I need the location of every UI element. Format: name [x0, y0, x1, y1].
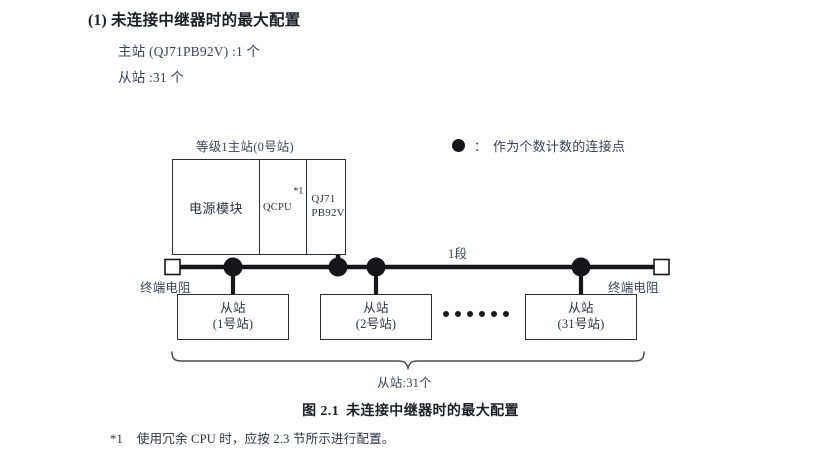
filled-circle-icon	[452, 139, 465, 152]
section-line-master: 主站 (QJ71PB92V) :1 个	[118, 44, 261, 59]
module-qcpu: QCPU *1	[260, 160, 308, 254]
terminator-label-right: 终端电阻	[608, 281, 659, 295]
legend-separator: ：	[474, 139, 488, 154]
slave-station-31: 从站 (31号站)	[525, 294, 637, 340]
slave-station-31-line2: (31号站)	[557, 317, 605, 331]
module-qcpu-label: QCPU	[262, 201, 292, 213]
connection-point-slave-1	[223, 257, 243, 277]
ellipsis-dots	[443, 311, 509, 317]
ellipsis-dot	[479, 311, 485, 317]
master-station-rack: 电源模块 QCPU *1 QJ71 PB92V	[172, 159, 346, 255]
master-station-title: 等级1主站(0号站)	[196, 140, 294, 154]
figure-caption-number: 图 2.1	[302, 404, 340, 419]
figure-caption-title: 未连接中继器时的最大配置	[346, 404, 519, 419]
module-qj71pb92v-line1: QJ71	[311, 193, 336, 206]
terminator-square-left	[164, 258, 181, 276]
section-line-slave: 从站 :31 个	[118, 70, 185, 85]
slave-station-2-line1: 从站	[363, 301, 389, 316]
connection-point-slave-2	[366, 257, 386, 277]
footnote: *1 使用冗余 CPU 时，应按 2.3 节所示进行配置。	[110, 428, 395, 447]
section-number: (1)	[88, 12, 107, 29]
slave-station-1-line1: 从站	[220, 301, 246, 316]
section-title: 未连接中继器时的最大配置	[110, 12, 301, 29]
ellipsis-dot	[455, 311, 461, 317]
slave-count-label-text: 从站:31个	[377, 376, 432, 390]
slave-station-31-line1: 从站	[568, 301, 594, 316]
ellipsis-dot	[491, 311, 497, 317]
figure-caption: 图 2.1 未连接中继器时的最大配置	[0, 400, 821, 420]
slave-station-2: 从站 (2号站)	[320, 294, 432, 340]
ellipsis-dot	[443, 311, 449, 317]
slave-station-1-line2: (1号站)	[212, 317, 254, 331]
module-qj71pb92v: QJ71 PB92V	[307, 160, 345, 254]
ellipsis-dot	[503, 311, 509, 317]
section-heading: (1)未连接中继器时的最大配置	[88, 8, 301, 30]
segment-label: 1段	[448, 247, 468, 261]
module-qj71pb92v-line2: PB92V	[311, 207, 345, 219]
connection-point-master	[328, 257, 348, 277]
module-qcpu-footnote-mark: *1	[293, 186, 304, 197]
module-power-supply-label: 电源模块	[188, 200, 243, 216]
terminator-label-left: 终端电阻	[140, 281, 191, 295]
connection-point-slave-31	[571, 257, 591, 277]
module-power-supply: 电源模块	[173, 160, 260, 254]
footnote-text: 使用冗余 CPU 时，应按 2.3 节所示进行配置。	[136, 432, 395, 446]
footnote-mark: *1	[110, 432, 123, 446]
module-qj71pb92v-label: QJ71 PB92V	[311, 193, 344, 221]
legend: ： 作为个数计数的连接点	[452, 136, 625, 155]
slave-count-label: 从站:31个	[0, 372, 821, 391]
slave-station-1: 从站 (1号站)	[177, 294, 289, 340]
terminator-square-right	[653, 258, 670, 276]
legend-label: 作为个数计数的连接点	[493, 139, 626, 154]
slave-count-brace	[171, 351, 645, 371]
ellipsis-dot	[467, 311, 473, 317]
slave-station-2-line2: (2号站)	[355, 317, 397, 331]
